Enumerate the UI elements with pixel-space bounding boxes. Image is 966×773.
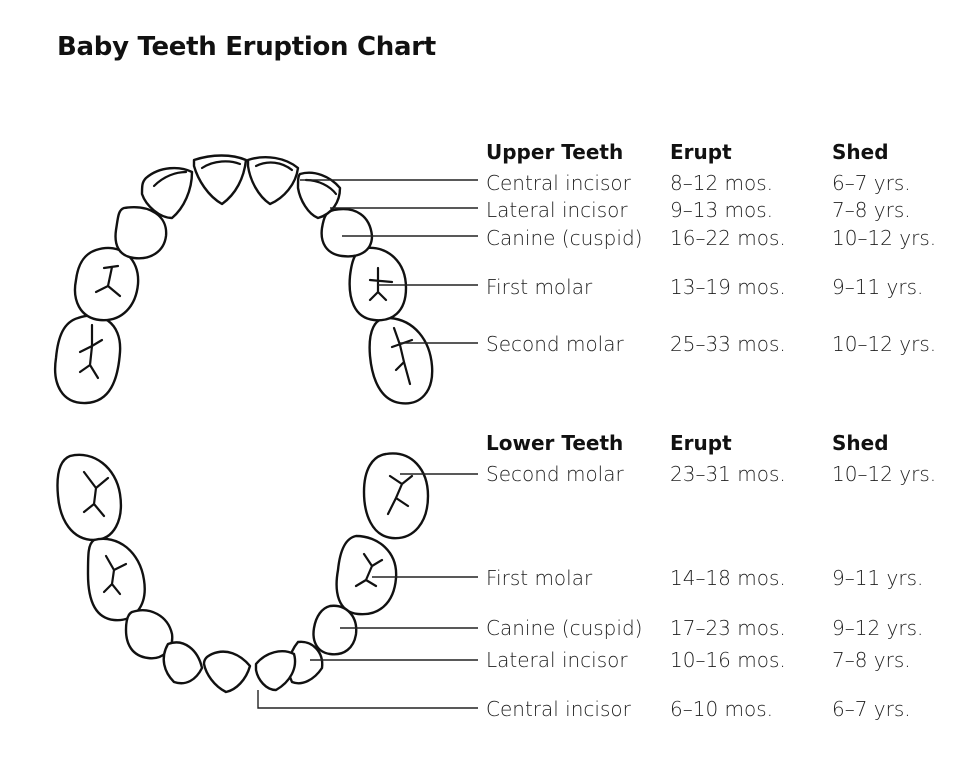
lower-row-erupt: 10–16 mos. [670,648,786,672]
upper-row-shed: 7–8 yrs. [832,198,911,222]
lower-row-name: Canine (cuspid) [486,616,643,640]
lower-row-erupt: 23–31 mos. [670,462,786,486]
upper-row-name: Lateral incisor [486,198,628,222]
upper-row-name: Central incisor [486,171,631,195]
upper-header-shed: Shed [832,140,889,164]
upper-row-name: First molar [486,275,593,299]
upper-row-erupt: 9–13 mos. [670,198,774,222]
upper-header-erupt: Erupt [670,140,732,164]
lower-header-shed: Shed [832,431,889,455]
lower-header-name: Lower Teeth [486,431,624,455]
upper-header-name: Upper Teeth [486,140,624,164]
lower-left-second-molar [56,453,123,542]
lower-row-shed: 6–7 yrs. [832,697,911,721]
upper-row-erupt: 8–12 mos. [670,171,774,195]
lower-row-erupt: 6–10 mos. [670,697,774,721]
upper-row-name: Second molar [486,332,624,356]
lower-row-shed: 7–8 yrs. [832,648,911,672]
lower-row-erupt: 17–23 mos. [670,616,786,640]
upper-row-name: Canine (cuspid) [486,226,643,250]
upper-right-second-molar [368,316,434,405]
lower-right-canine [312,604,358,656]
lower-row-shed: 9–11 yrs. [832,566,924,590]
lower-left-first-molar [86,537,146,622]
upper-right-lateral-incisor [296,171,342,220]
upper-row-shed: 10–12 yrs. [832,332,937,356]
upper-right-central-incisor [246,156,300,206]
upper-arch [53,154,434,405]
lower-row-erupt: 14–18 mos. [670,566,786,590]
upper-row-erupt: 16–22 mos. [670,226,786,250]
upper-left-canine [114,206,168,260]
lower-left-lateral-incisor [162,641,204,685]
lower-right-central-incisor [254,650,297,692]
upper-row-erupt: 13–19 mos. [670,275,786,299]
upper-right-canine [320,207,374,258]
leader-lower-central-incisor [257,690,478,709]
upper-left-first-molar [73,246,140,322]
upper-left-central-incisor [192,154,248,206]
upper-row-erupt: 25–33 mos. [670,332,786,356]
upper-row-shed: 9–11 yrs. [832,275,924,299]
lower-row-shed: 10–12 yrs. [832,462,937,486]
lower-right-first-molar [335,534,398,616]
upper-row-shed: 6–7 yrs. [832,171,911,195]
lower-row-name: Second molar [486,462,624,486]
lower-row-name: Lateral incisor [486,648,628,672]
upper-left-second-molar [53,314,122,405]
leader-lines [257,179,478,709]
lower-row-name: First molar [486,566,593,590]
lower-row-name: Central incisor [486,697,631,721]
lower-left-central-incisor [202,650,252,694]
upper-row-shed: 10–12 yrs. [832,226,937,250]
lower-header-erupt: Erupt [670,431,732,455]
lower-row-shed: 9–12 yrs. [832,616,924,640]
lower-arch [56,452,430,694]
page-title: Baby Teeth Eruption Chart [57,32,436,62]
upper-left-lateral-incisor [140,166,194,220]
lower-left-canine [124,609,174,660]
